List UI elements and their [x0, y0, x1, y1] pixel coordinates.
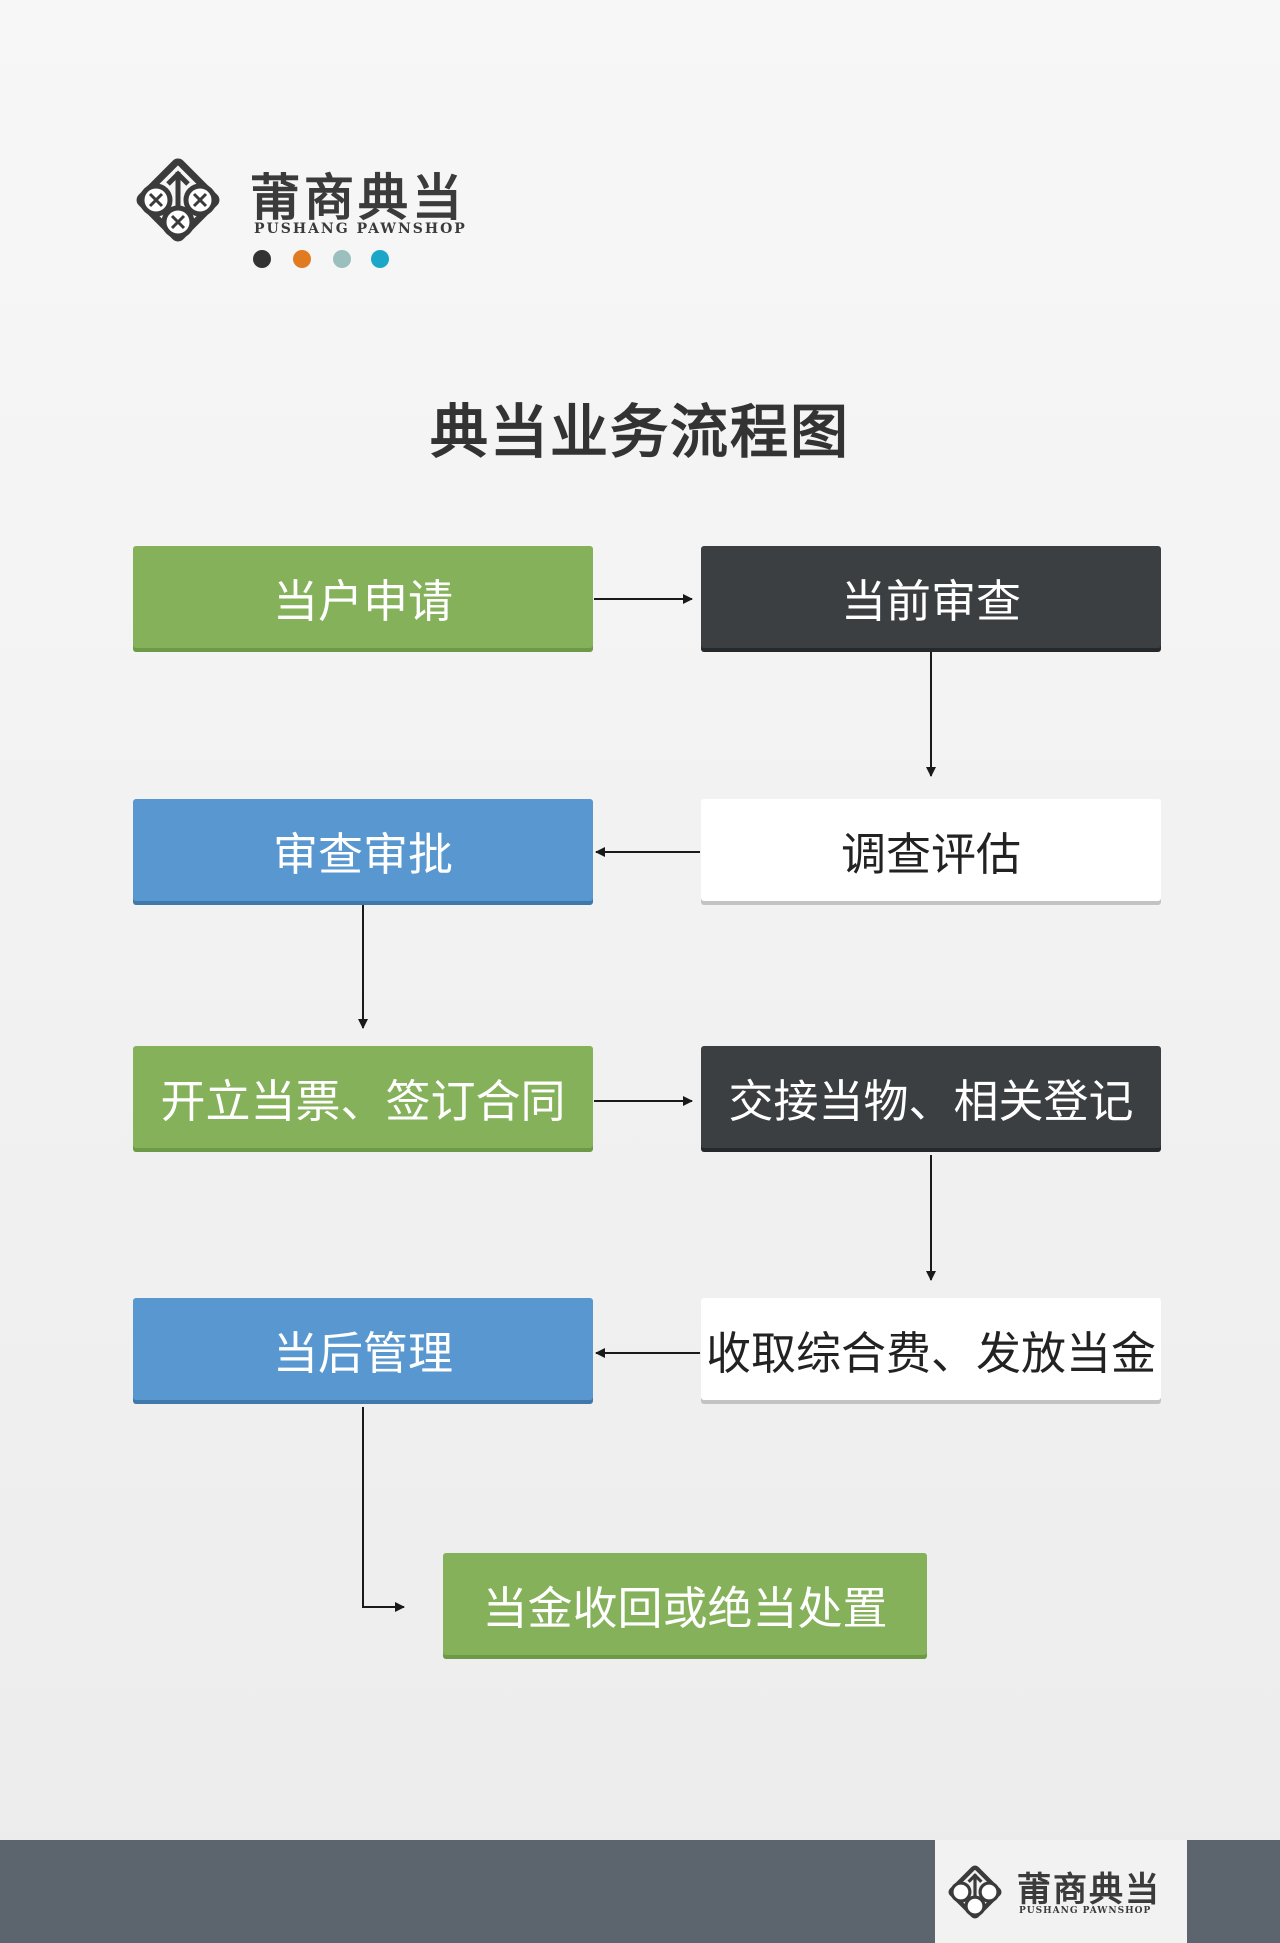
brand-dot — [333, 250, 351, 268]
footer-brand-name: 莆商典当 — [1017, 1870, 1161, 1910]
footer-bar: 莆商典当 PUSHANG PAWNSHOP — [0, 1840, 1280, 1943]
node-approve: 审查审批 — [133, 799, 593, 901]
brand-subtitle: PUSHANG PAWNSHOP — [254, 221, 467, 237]
footer-logo: 莆商典当 PUSHANG PAWNSHOP — [935, 1840, 1187, 1943]
node-contract: 开立当票、签订合同 — [133, 1046, 593, 1148]
brand-name: 莆商典当 — [250, 169, 466, 227]
node-pre-review: 当前审查 — [701, 546, 1161, 648]
brand-dot — [293, 250, 311, 268]
node-fee: 收取综合费、发放当金 — [701, 1298, 1161, 1400]
brand-dot — [253, 250, 271, 268]
logo-mark-icon — [136, 158, 220, 242]
arrow-postmanage-to-final — [362, 1407, 405, 1612]
node-handover: 交接当物、相关登记 — [701, 1046, 1161, 1148]
node-apply: 当户申请 — [133, 546, 593, 648]
brand-dot — [371, 250, 389, 268]
node-final: 当金收回或绝当处置 — [443, 1553, 927, 1655]
node-post-manage: 当后管理 — [133, 1298, 593, 1400]
node-investigate: 调查评估 — [701, 799, 1161, 901]
page-title: 典当业务流程图 — [429, 398, 850, 466]
header-logo: 莆商典当 PUSHANG PAWNSHOP — [128, 150, 508, 280]
footer-logo-mark-icon — [948, 1865, 1002, 1919]
footer-brand-subtitle: PUSHANG PAWNSHOP — [1019, 1906, 1152, 1916]
